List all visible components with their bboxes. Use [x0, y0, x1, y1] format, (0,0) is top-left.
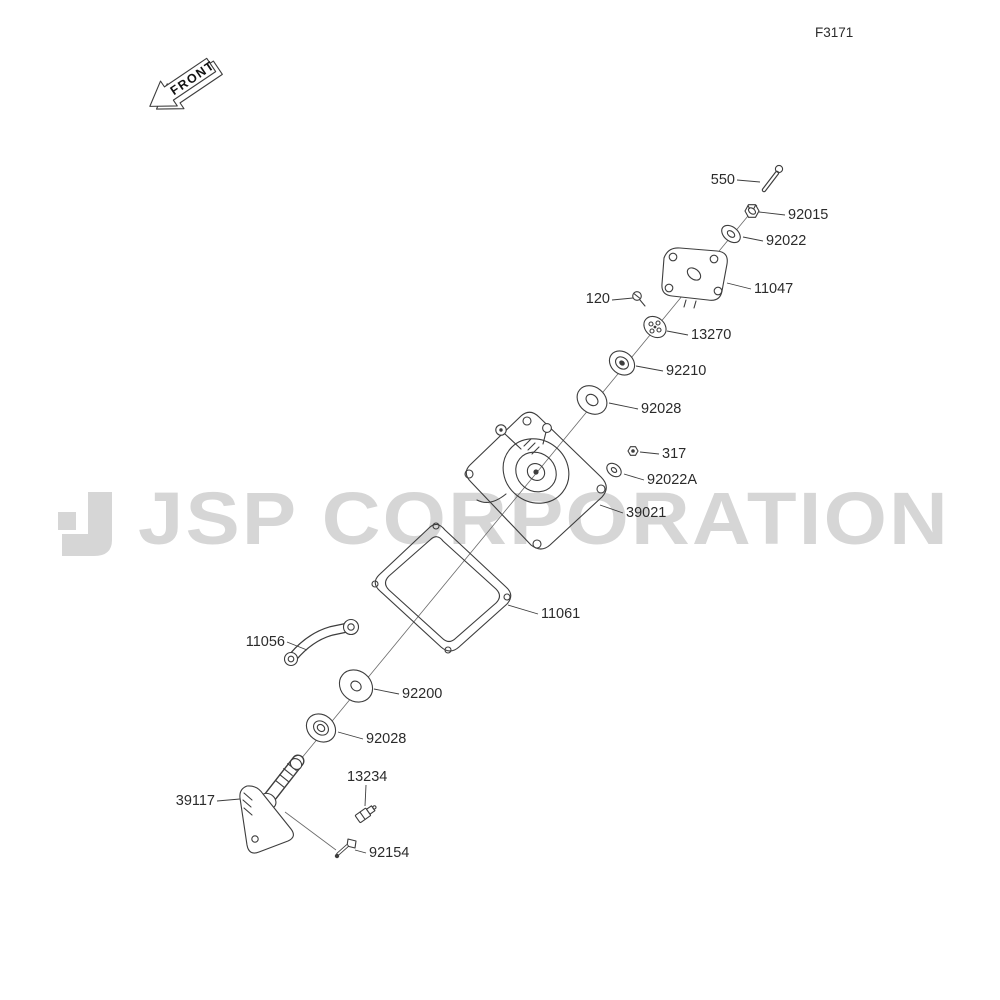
part-label-92015: 92015: [788, 207, 828, 223]
part-arm-11056: [283, 618, 360, 667]
part-label-92022: 92022: [766, 233, 806, 249]
part-washer-92200: [338, 669, 374, 703]
leader-550: [736, 179, 761, 183]
part-label-317: 317: [662, 446, 686, 462]
leader-13234: [364, 784, 367, 807]
figure-code: F3171: [815, 25, 853, 40]
watermark-logo: [62, 492, 112, 556]
part-label-550: 550: [711, 172, 735, 188]
leader-92154: [354, 849, 367, 854]
part-label-11061: 11061: [541, 606, 580, 622]
part-label-13270: 13270: [691, 327, 731, 343]
part-washer-92022a: [606, 462, 622, 478]
watermark: JSP CORPORATION: [58, 477, 950, 560]
part-bracket-11047: [661, 247, 728, 309]
part-labels: 550 92015 92022 11047 120 13270 92210 92…: [176, 172, 829, 861]
part-label-92022a: 92022A: [647, 472, 697, 488]
part-fitting-13234: [354, 805, 377, 824]
part-label-13234: 13234: [347, 769, 387, 785]
leader-92200: [373, 688, 400, 695]
part-washer-92022: [721, 224, 741, 244]
leader-317: [639, 451, 660, 455]
leader-39117: [216, 798, 241, 802]
leader-92210: [635, 365, 664, 372]
leader-lines: [216, 179, 786, 854]
part-label-92028-lower: 92028: [366, 731, 406, 747]
part-cotter-pin-550: [761, 164, 784, 193]
part-screw-120: [632, 291, 646, 307]
part-plate-13270: [643, 315, 667, 339]
part-label-11047: 11047: [754, 281, 793, 297]
part-bearing-92210: [608, 350, 636, 376]
part-label-92200: 92200: [402, 686, 442, 702]
leader-11056: [286, 641, 308, 651]
part-label-92210: 92210: [666, 363, 706, 379]
part-shaft-39117: [239, 754, 305, 854]
part-washer-92028-upper: [576, 385, 608, 415]
assembly-axis-line-lower: [284, 811, 337, 851]
front-arrow-face: [149, 57, 217, 107]
leader-92022: [742, 236, 764, 242]
watermark-logo-square: [58, 512, 76, 530]
front-arrow: FRONT: [149, 57, 223, 110]
part-housing-39021: [464, 411, 607, 550]
part-label-39117: 39117: [176, 793, 215, 809]
leader-11047: [726, 282, 752, 290]
part-gasket-11061: [371, 522, 512, 654]
part-nut-92015: [744, 204, 760, 218]
leader-11061: [507, 604, 539, 615]
leader-92015: [758, 211, 786, 216]
part-label-92028-upper: 92028: [641, 401, 681, 417]
part-label-39021: 39021: [626, 505, 666, 521]
leader-13270: [666, 330, 689, 336]
leader-92028-upper: [608, 402, 639, 410]
part-nut-317: [627, 446, 639, 456]
leader-39021: [599, 504, 624, 514]
leader-120: [611, 297, 634, 301]
part-label-92154: 92154: [369, 845, 409, 861]
leader-92022a: [623, 473, 645, 481]
watermark-text: JSP CORPORATION: [138, 477, 950, 560]
part-label-120: 120: [586, 291, 610, 307]
leader-92028-lower: [337, 731, 364, 740]
part-label-11056: 11056: [246, 634, 285, 650]
part-bushing-92028-lower: [305, 713, 337, 743]
part-bolt-92154: [334, 838, 357, 859]
